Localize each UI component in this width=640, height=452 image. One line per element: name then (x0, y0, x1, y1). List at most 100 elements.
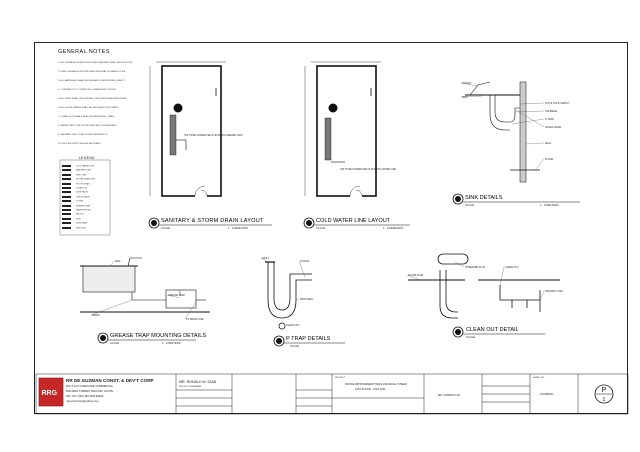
leader-line (260, 257, 269, 263)
drawing-sheet (34, 42, 628, 414)
leader-line (109, 260, 115, 267)
leader-line (515, 109, 545, 128)
legend-symbol (62, 217, 71, 220)
legend-label: REDUCER (76, 227, 86, 230)
legend-symbol (62, 191, 71, 194)
grease-label: GREASE TRAP (168, 294, 185, 297)
legend-symbol (62, 187, 71, 189)
legend-label: FLOOR DRAIN (76, 183, 90, 186)
leader-line (460, 95, 483, 98)
floor-drain (173, 103, 183, 113)
company-address-1: BLK 5 LOT 2 PRESTIGE COMMERCIAL (66, 385, 114, 388)
legend-symbol (62, 222, 71, 225)
leader-line (511, 118, 545, 125)
general-note-line: 6. ALL FLOOR DRAINS SHALL BE PROVIDED WI… (58, 107, 119, 109)
ptrap-title: P TRAP DETAILS (286, 336, 331, 342)
grease-trap-detail (80, 257, 210, 313)
grease-title: GREASE TRAP MOUNTING DETAILS (110, 333, 206, 339)
leader-line (460, 82, 479, 87)
ptrap-scale-label: SCALE (290, 344, 299, 348)
leader-line (534, 158, 545, 171)
legend-row: HOSE BIBB (62, 222, 87, 225)
water-scale-ratio: 1 : 100METERS (383, 226, 403, 230)
leader-line (499, 266, 505, 286)
general-note-line: 3. ALL MATERIALS SHALL BE NEW AND OF APP… (58, 80, 126, 82)
ptrap-label: TRAP SEAL (300, 298, 314, 301)
sink-label: ANGLE VALVE (545, 126, 562, 129)
grease-scale-label: SCALE (110, 341, 119, 345)
legend-row: P-TRAP (62, 200, 83, 203)
sink-label: FLOOR (545, 158, 554, 161)
water-scale-label: SCALE (316, 226, 325, 230)
legend-label: VENT LINE (76, 174, 87, 177)
legend-symbol (62, 178, 71, 181)
room-outline (316, 65, 377, 197)
general-note-line: 8. WATER LINE TO BE TESTED BEFORE CONCEA… (58, 125, 117, 127)
legend-row: SANITARY LINE (62, 169, 91, 172)
leader-line (295, 298, 300, 301)
company-contact: TEL. NO. (046) 482-0816 EMAIL: (66, 395, 105, 398)
project-label: PROJECT (335, 377, 346, 379)
legend-row: VENT LINE (62, 173, 87, 177)
company-name: RR DE GUZMAN CONST. & DEV'T CORP (66, 378, 154, 383)
sink-label: WALL (545, 142, 552, 145)
legend-label: SANITARY LINE (76, 169, 91, 172)
leader-line (298, 260, 306, 278)
sheet-no: P (602, 387, 607, 394)
counter (324, 117, 332, 161)
sheet-contents: PLUMBING (540, 393, 554, 396)
designer-name: MR. RONALD M. GIAN (179, 380, 217, 384)
leader-line (539, 290, 545, 301)
cleanout-label: CLEAN OUT (505, 266, 519, 269)
legend-row: GREASE TRAP (62, 204, 90, 207)
legend-row: REDUCER (62, 226, 86, 230)
legend-label: WATER METER (76, 209, 91, 212)
water-title: COLD WATER LINE LAYOUT (316, 218, 391, 224)
legend-label: P-TRAP (76, 200, 84, 203)
cleanout-label: FLOOR SLAB (408, 274, 423, 277)
cleanout-scale-label: SCALE (466, 335, 475, 339)
leader-line (519, 102, 545, 105)
legend-row: FAUCET (62, 213, 84, 216)
company-logo (38, 377, 64, 407)
legend-row: CLEAN OUT (62, 187, 87, 190)
general-note-line: 5. ALL PIPES SHALL BE PROPERLY SUPPORTED… (58, 98, 127, 100)
legend-symbol (62, 165, 71, 167)
door-swing (194, 185, 208, 197)
cleanout-title: CLEAN OUT DETAIL (466, 327, 519, 333)
legend-row: WATER METER (62, 209, 91, 212)
company-email: rrgconstruction@yahoo.com (66, 400, 99, 403)
grease-label: DRAIN (92, 314, 100, 317)
leader-line (184, 301, 197, 320)
legend-box (59, 159, 111, 236)
sanitary-scale-label: SCALE (161, 226, 170, 230)
p-trap-detail (265, 261, 312, 330)
floor-drain (328, 103, 338, 113)
leader-line (514, 110, 545, 113)
legend-row: GATE VALVE (62, 191, 88, 194)
legend-label: SINK (76, 218, 81, 221)
legend-symbol (62, 195, 71, 198)
sanitary-floor-plan (149, 61, 226, 198)
leader-line (525, 142, 545, 145)
sink-detail (465, 81, 540, 183)
legend-label: CLEAN OUT (76, 187, 88, 190)
legend-row: COLD WATER LINE (62, 165, 94, 168)
legend-symbol (62, 204, 71, 207)
sink-label: HOT & COLD SUPPLY (545, 102, 570, 105)
legend-symbol (62, 200, 71, 203)
general-note-line: 9. SANITARY LINE TO BE SLOPED MINIMUM 2% (58, 134, 108, 136)
company-address-2: BUILDING TORRES, BACOOR, CAVITE (66, 390, 113, 393)
legend-label: HOSE BIBB (76, 222, 87, 225)
leader-line (406, 274, 421, 281)
sink-title: SINK DETAILS (465, 195, 503, 201)
legend-symbol (62, 209, 71, 211)
general-note-line: 7. CLEAN OUTS SHALL BE ACCESSIBLE AT ALL… (58, 116, 115, 118)
general-notes-title: GENERAL NOTES (58, 49, 110, 55)
sink-label: FAUCET (462, 82, 472, 85)
logo-text: RRG (42, 390, 58, 397)
legend-label: COLD WATER LINE (76, 165, 95, 168)
water-floor-plan (304, 61, 381, 198)
project-name: OFFICE IMPROVEMENT BLDG FINANCIAL TOWER (345, 383, 407, 386)
